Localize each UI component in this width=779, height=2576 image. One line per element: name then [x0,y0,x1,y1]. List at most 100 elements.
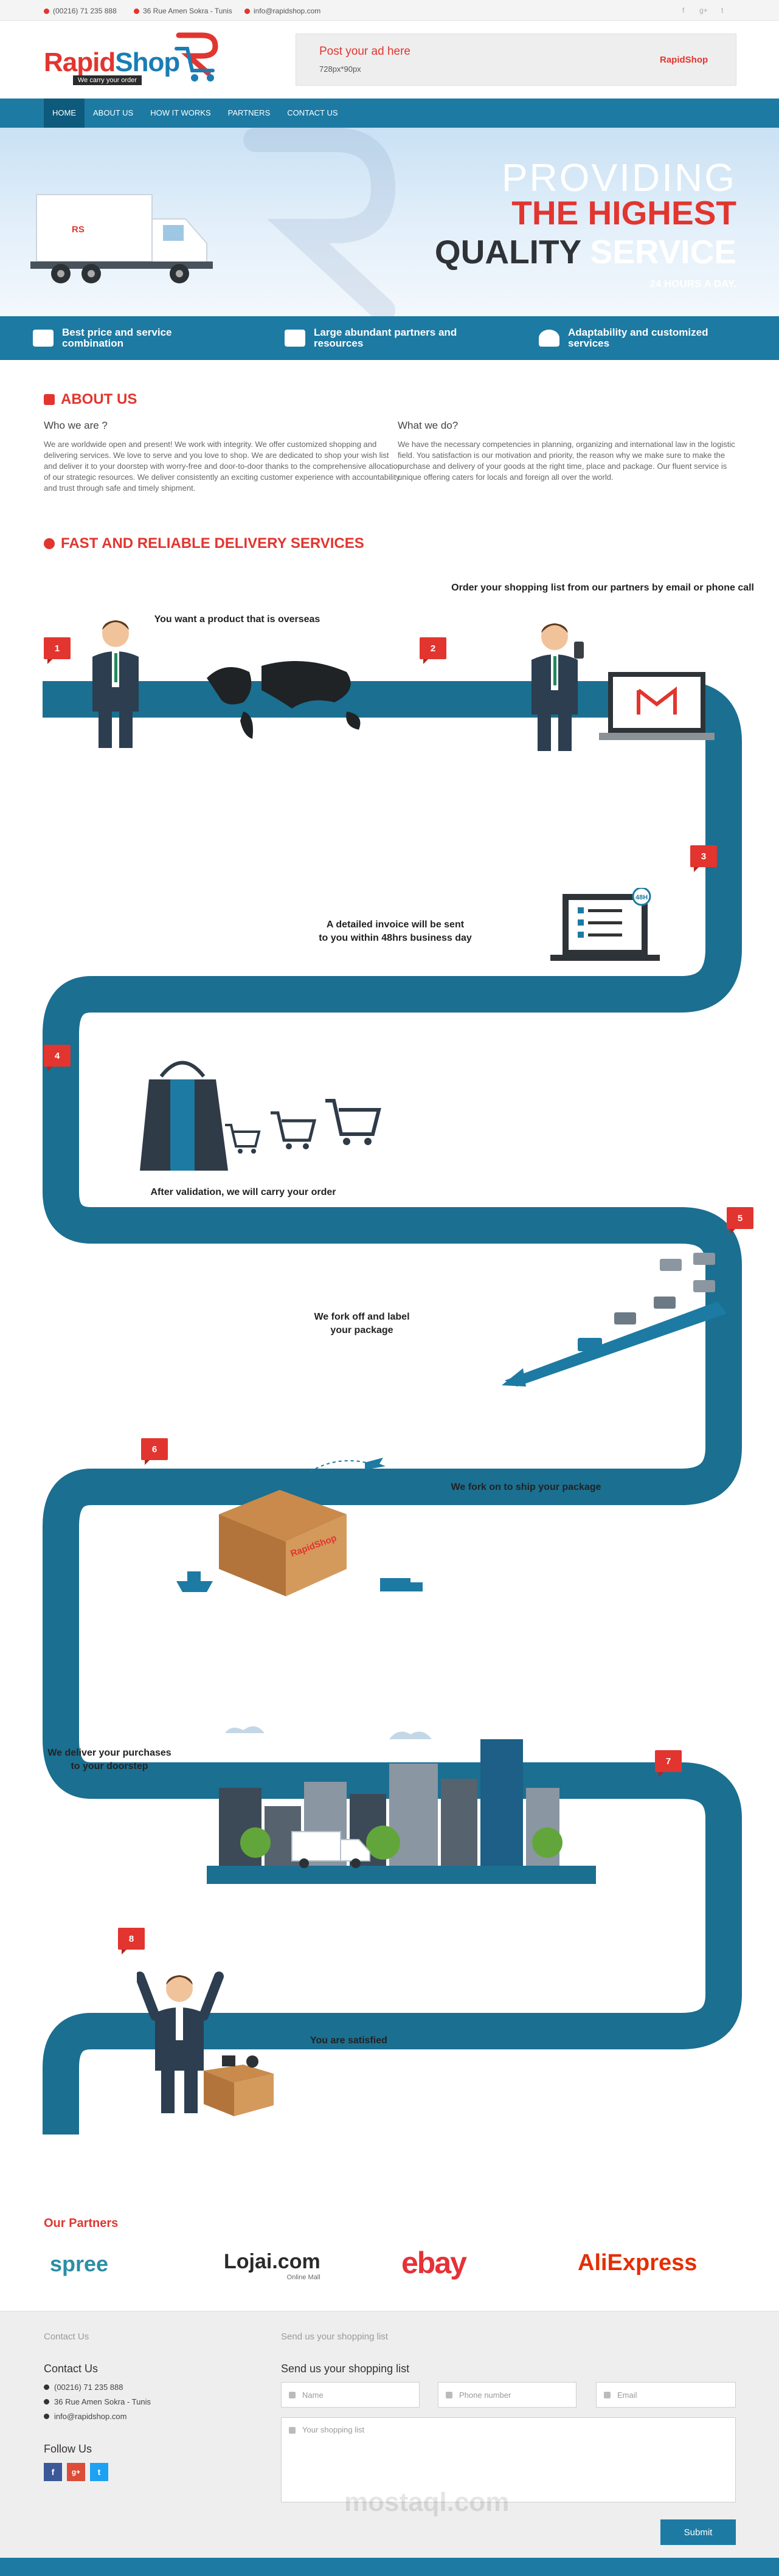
email-input[interactable]: Email [596,2382,736,2408]
partner-logo-ebay[interactable]: ebay [401,2245,467,2280]
location-icon [134,8,139,14]
email-placeholder: Email [617,2390,637,2400]
contact-title: Contact Us [44,2363,99,2375]
laptop-email-illustration [599,672,715,740]
nav-partners[interactable]: PARTNERS [227,108,271,117]
topbar-email[interactable]: info@rapidshop.com [244,7,320,15]
google-plus-icon[interactable]: g+ [699,6,708,15]
feature-2-line1: Large abundant partners and [314,327,457,338]
name-input[interactable]: Name [281,2382,420,2408]
what-we-do-title: What we do? [398,420,459,431]
contact-email-text[interactable]: info@rapidshop.com [54,2412,127,2421]
list-icon [289,2427,296,2434]
step-5-text: We fork off and label your package [286,1311,438,1337]
nav-about[interactable]: ABOUT US [93,108,134,117]
step-3-text: A detailed invoice will be sent to you w… [292,918,499,945]
about-title-text: ABOUT US [61,391,137,407]
step-7-text-line2: to your doorstep [71,1761,148,1771]
city-delivery-illustration [207,1726,596,1884]
lojai-logo-subtext: Online Mall [286,2274,320,2281]
logo-watermark-graphic [243,128,396,316]
feature-1-line2: combination [62,338,124,349]
nav-home[interactable]: HOME [44,99,85,128]
phone-icon [44,8,49,14]
dropbox-icon [44,394,55,405]
hero-banner: RS PROVIDING THE HIGHEST QUALITY SERVICE… [0,128,779,316]
businessman-illustration [92,620,139,748]
step-badge-5: 5 [727,1207,753,1234]
logo-tagline: We carry your order [73,75,142,85]
lojai-logo-text: Lojai.com [224,2250,320,2273]
follow-us-title: Follow Us [44,2443,92,2455]
shopping-bag-carts-illustration [140,1061,381,1171]
what-we-do-text: We have the necessary competencies in pl… [398,440,735,482]
phone-icon [44,2384,49,2390]
feature-2-line2: resources [314,338,364,349]
who-we-are-text: We are worldwide open and present! We wo… [44,440,402,493]
envelope-icon [604,2392,611,2398]
footer-bar [0,2558,779,2576]
shopping-list-placeholder: Your shopping list [302,2425,365,2434]
submit-button[interactable]: Submit [660,2519,736,2545]
logo-word-shop: Shop [115,47,180,77]
twitter-button[interactable]: t [90,2463,108,2481]
hero-word-quality: QUALITY [434,233,581,271]
hero-line-hours: 24 HOURS A DAY. [649,278,736,289]
partner-logo-spree[interactable]: spree [50,2251,108,2277]
step-badge-7: 7 [655,1750,682,1777]
facebook-icon[interactable]: f [682,6,685,15]
delivery-title-text: FAST AND RELIABLE DELIVERY SERVICES [61,535,364,552]
twitter-icon[interactable]: t [721,6,724,15]
businessman-phone-illustration [531,623,584,751]
topbar-phone-text: (00216) 71 235 888 [53,7,117,15]
contact-ghost-title-left: Contact Us [44,2332,89,2342]
who-we-are-title: Who we are ? [44,420,108,431]
delivery-section-title: FAST AND RELIABLE DELIVERY SERVICES [44,535,364,552]
partner-logo-aliexpress[interactable]: AliExpress [578,2250,697,2276]
48h-badge-text: 48H [635,894,648,901]
heart-icon [539,330,559,347]
ad-size: 728px*90px [319,64,361,74]
step-badge-6: 6 [141,1438,168,1465]
watermark-text: mostaql.com [344,2487,510,2517]
shopping-list-textarea[interactable]: Your shopping list [281,2417,736,2502]
contact-phone-text: (00216) 71 235 888 [54,2383,123,2392]
step-4-text: After validation, we will carry your ord… [150,1187,336,1197]
topbar-email-text[interactable]: info@rapidshop.com [254,7,321,15]
contact-address-text: 36 Rue Amen Sokra - Tunis [54,2397,151,2406]
topbar-phone: (00216) 71 235 888 [44,7,117,15]
google-plus-button[interactable]: g+ [67,2463,85,2481]
top-bar: (00216) 71 235 888 36 Rue Amen Sokra - T… [0,0,779,21]
step-badge-1: 1 [44,637,71,664]
facebook-button[interactable]: f [44,2463,62,2481]
logo-wordmark[interactable]: RapidShop [44,47,180,78]
partner-logo-lojai[interactable]: Lojai.com Online Mall [224,2250,320,2281]
step-badge-2: 2 [420,637,446,664]
phone-input[interactable]: Phone number [438,2382,576,2408]
logo-word-rapid: Rapid [44,47,116,77]
location-icon [44,2399,49,2405]
feature-1-line1: Best price and service [62,327,172,338]
world-map-illustration [207,661,361,739]
step-1-text: You want a product that is overseas [154,614,320,625]
topbar-address: 36 Rue Amen Sokra - Tunis [134,7,232,15]
nav-contact[interactable]: CONTACT US [287,108,338,117]
nav-how-it-works[interactable]: HOW IT WORKS [150,108,211,117]
shopping-list-form-title: Send us your shopping list [281,2363,410,2375]
aliexpress-logo-text: AliExpress [578,2250,698,2276]
ad-banner[interactable]: Post your ad here 728px*90px RapidShop [296,33,736,86]
spree-logo-text: spree [50,2251,109,2276]
hero-word-service: SERVICE [590,233,736,271]
topbar-address-text: 36 Rue Amen Sokra - Tunis [143,7,232,15]
step-7-text-line1: We deliver your purchases [47,1748,171,1758]
step-badge-4: 4 [44,1045,71,1072]
users-icon [285,330,305,347]
ad-title: Post your ad here [319,45,410,58]
step-2-text: Order your shopping list from our partne… [451,583,754,593]
svg-text:RS: RS [72,224,85,235]
contact-email[interactable]: info@rapidshop.com [44,2412,126,2421]
envelope-icon [244,8,250,14]
